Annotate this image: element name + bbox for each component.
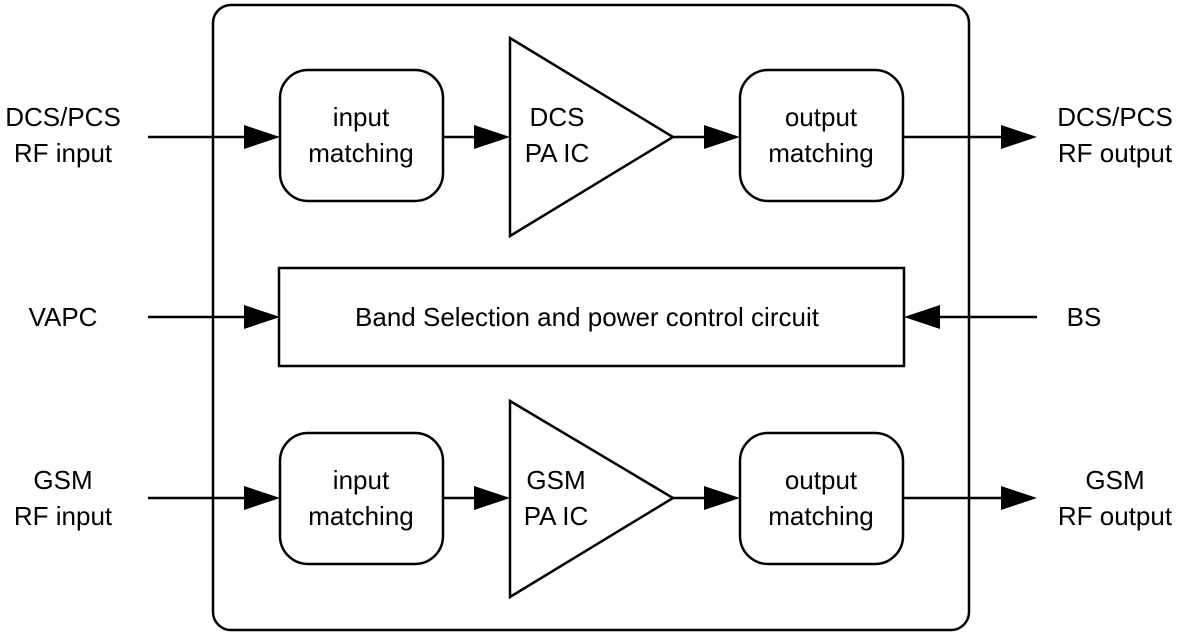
dcs-output-label-1: DCS/PCS xyxy=(1057,102,1173,132)
vapc-label: VAPC xyxy=(29,302,98,332)
dcs-output-label-2: RF output xyxy=(1058,138,1173,168)
gsm-mid-arrow-1 xyxy=(474,486,510,510)
dcs-input-label-1: DCS/PCS xyxy=(5,102,121,132)
gsm-input-matching-label-2: matching xyxy=(308,501,414,531)
dcs-output-arrow xyxy=(1001,125,1037,149)
dcs-output-matching-label-2: matching xyxy=(768,138,874,168)
dcs-pa-ic-label-2: PA IC xyxy=(525,138,590,168)
dcs-output-matching-label-1: output xyxy=(785,102,858,132)
gsm-pa-ic-label-2: PA IC xyxy=(524,501,589,531)
vapc-arrow xyxy=(244,305,280,329)
dcs-mid-arrow-2 xyxy=(704,125,740,149)
bs-label: BS xyxy=(1067,302,1102,332)
gsm-output-matching-label-1: output xyxy=(785,465,858,495)
dcs-input-matching-label-1: input xyxy=(333,102,390,132)
dcs-output-matching-block xyxy=(738,68,905,203)
dcs-input-arrow xyxy=(244,125,280,149)
dcs-mid-arrow-1 xyxy=(474,125,510,149)
dcs-input-matching-block xyxy=(278,68,445,203)
gsm-input-arrow xyxy=(244,486,280,510)
gsm-pa-ic-amplifier xyxy=(508,398,676,600)
band-selection-power-control-label: Band Selection and power control circuit xyxy=(355,302,820,332)
gsm-input-matching-label-1: input xyxy=(333,465,390,495)
gsm-output-matching-block xyxy=(738,431,905,566)
dcs-pa-ic-label-1: DCS xyxy=(530,102,585,132)
gsm-pa-ic-label-1: GSM xyxy=(526,465,585,495)
gsm-input-label-2: RF input xyxy=(14,501,113,531)
gsm-input-matching-block xyxy=(278,431,445,566)
gsm-mid-arrow-2 xyxy=(704,486,740,510)
gsm-input-label-1: GSM xyxy=(33,465,92,495)
gsm-output-label-2: RF output xyxy=(1058,501,1173,531)
dcs-input-matching-label-2: matching xyxy=(308,138,414,168)
gsm-output-label-1: GSM xyxy=(1085,465,1144,495)
gsm-output-matching-label-2: matching xyxy=(768,501,874,531)
bs-arrow xyxy=(904,305,940,329)
dcs-input-label-2: RF input xyxy=(14,138,113,168)
dcs-pa-ic-amplifier xyxy=(508,35,676,239)
gsm-output-arrow xyxy=(1001,486,1037,510)
